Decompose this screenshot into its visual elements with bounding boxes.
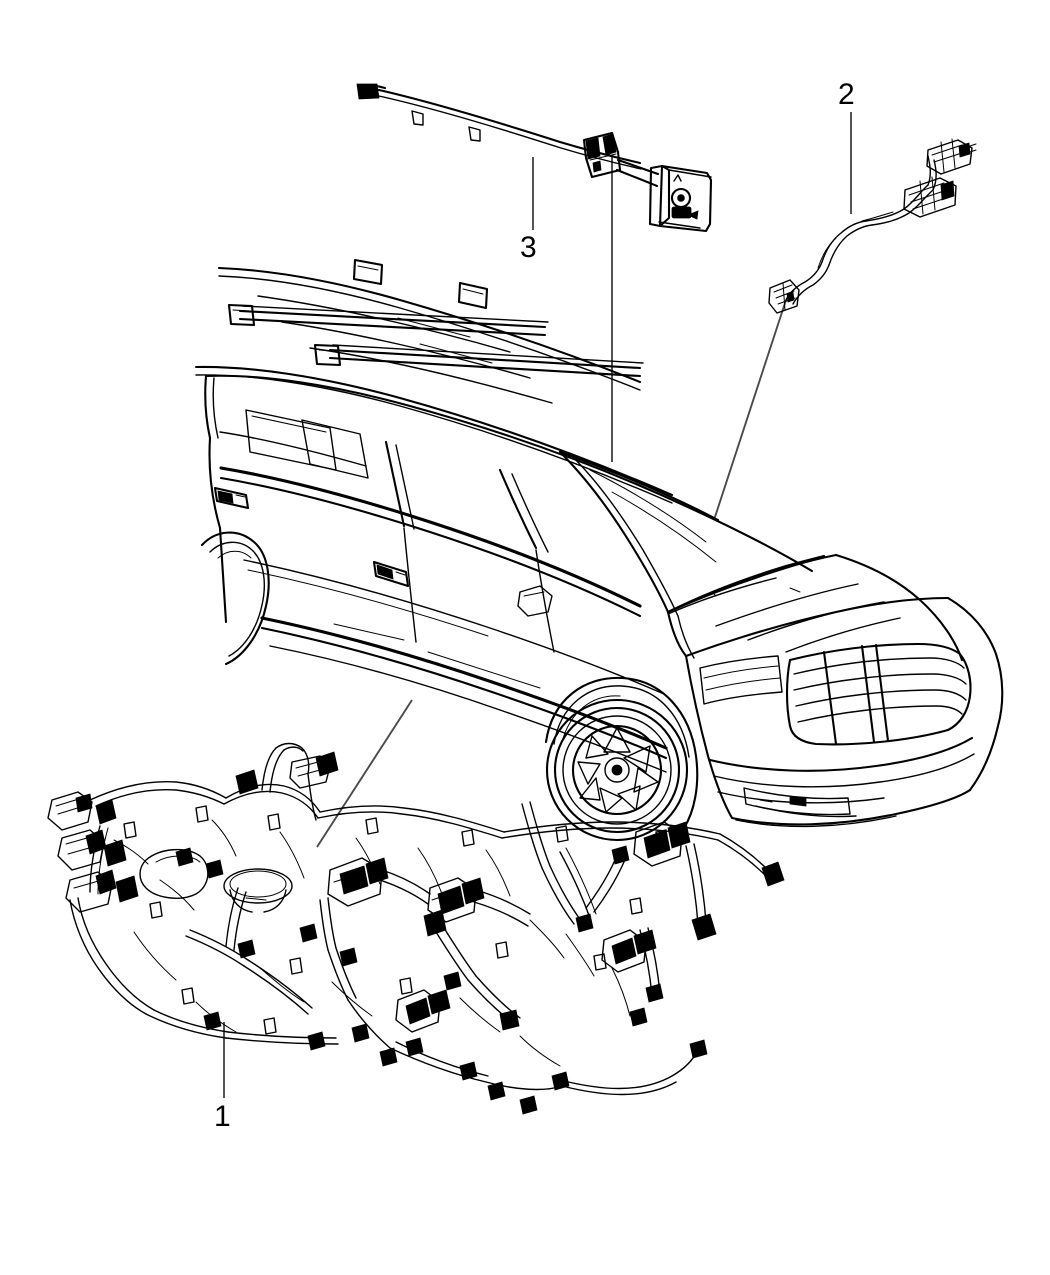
roof-rack <box>194 258 674 504</box>
front-fascia-outline <box>684 654 734 820</box>
rear-wheel-arch <box>200 531 270 666</box>
wheel-spokes <box>577 727 659 813</box>
jumper-harness <box>768 138 977 314</box>
crosshair-grille <box>785 642 972 746</box>
harness-left-connectors <box>47 791 209 913</box>
harness-cable-lower <box>378 95 642 170</box>
power-outlet-module <box>648 164 713 233</box>
callout-number-1: 1 <box>214 1100 231 1133</box>
harness-inline-connector <box>582 131 622 179</box>
side-windows <box>245 409 369 479</box>
hood-rear-edge <box>666 553 838 614</box>
harness-roof-connector <box>289 751 339 789</box>
jumper-connector-lower <box>768 279 800 314</box>
harness-end-connector <box>356 83 387 100</box>
leader-line-windshield <box>713 299 787 521</box>
rack-feet <box>227 258 489 367</box>
harness-cable-upper <box>377 88 642 165</box>
front-wheel-arch <box>544 676 699 830</box>
c-pillar <box>498 468 538 550</box>
door-handle-front <box>372 560 410 588</box>
jumper-connector-upper <box>926 138 977 175</box>
plug-icon <box>671 206 692 219</box>
harness-tail-leads <box>89 825 785 941</box>
front-wheel <box>545 698 689 842</box>
harness-connectors <box>175 769 708 1115</box>
a-pillar <box>558 450 670 614</box>
roof-slats <box>257 295 553 404</box>
jumper-connector-mid <box>903 176 957 218</box>
power-outlet-harness <box>356 83 713 233</box>
vehicle-illustration <box>194 258 1004 842</box>
callout-leaders <box>223 112 852 1098</box>
bumper-lower <box>730 788 972 826</box>
callout-number-3: 3 <box>520 231 537 264</box>
harness-detail-wires <box>113 819 631 1067</box>
callout-number-2: 2 <box>838 78 855 111</box>
roof-line <box>204 374 814 573</box>
roof-rear-edge <box>204 374 212 440</box>
door-shut-rear <box>535 549 555 653</box>
beltline <box>219 466 642 608</box>
rocker-panel <box>260 616 668 750</box>
harness-clips <box>411 110 481 142</box>
harness-right-cluster <box>327 821 691 1033</box>
windshield-top <box>558 450 720 522</box>
leader-line-rocker <box>316 699 413 848</box>
b-pillar <box>384 440 406 528</box>
door-handle-rear <box>213 486 250 510</box>
floor-grommet <box>223 868 293 913</box>
door-shut-front <box>403 527 417 643</box>
body-wiring-harness <box>47 742 785 1115</box>
